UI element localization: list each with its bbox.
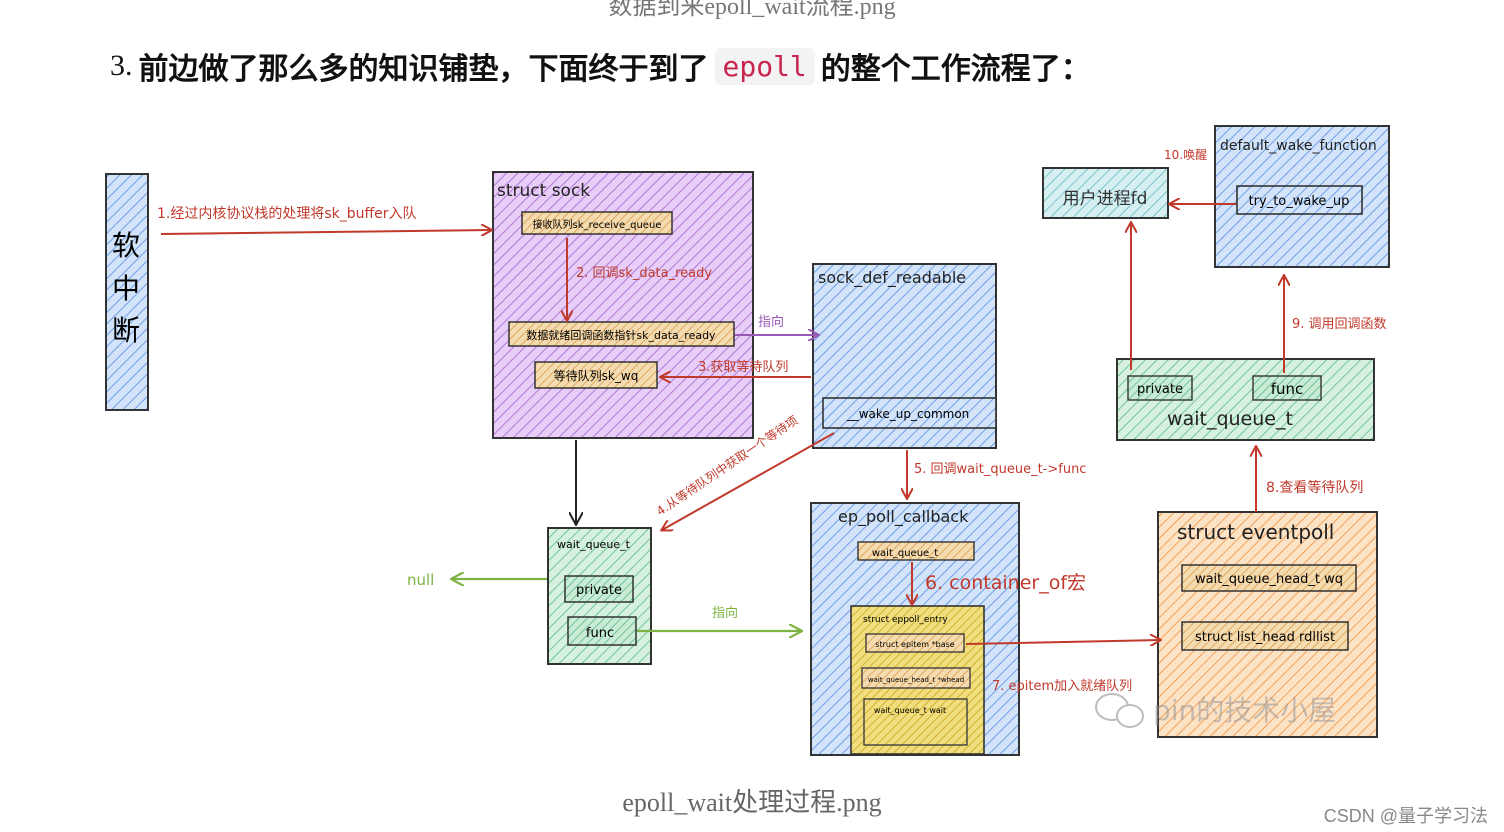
green-pointer-label: 指向 — [712, 605, 738, 621]
wait-queue-right-func: func — [1271, 380, 1304, 398]
heading-text-after: 的整个工作流程了： — [820, 52, 1091, 87]
sock-def-readable-title: sock_def_readable — [818, 268, 966, 288]
heading-text-before: 前边做了那么多的知识铺垫，下面终于到了 — [138, 52, 709, 87]
struct-sock-title: struct sock — [497, 181, 590, 201]
ep-poll-callback-title: ep_poll_callback — [838, 507, 969, 527]
wait-queue-right-box: private func wait_queue_t — [1116, 358, 1375, 441]
arrow-7 — [965, 640, 1160, 644]
wait-queue-left-private: private — [576, 583, 622, 598]
sk-wq-label: 等待队列sk_wq — [554, 368, 639, 383]
eventpoll-wq-label: wait_queue_head_t wq — [1195, 572, 1343, 587]
rdllist-label: struct list_head rdllist — [1195, 630, 1335, 645]
default-wake-box: default_wake_function try_to_wake_up — [1214, 125, 1390, 268]
user-fd-label: 用户进程fd — [1063, 189, 1148, 209]
arrow-10-label: 10.唤醒 — [1164, 148, 1207, 162]
arrow-8-label: 8.查看等待队列 — [1266, 479, 1363, 496]
logo-text: pin的技术小屋 — [1153, 694, 1336, 727]
eppoll-entry-title: struct eppoll_entry — [863, 615, 948, 625]
callback-wait-queue-label: wait_queue_t — [872, 548, 938, 559]
wait-queue-left-box: wait_queue_t private func — [547, 527, 652, 665]
arrow-3-label: 3.获取等待队列 — [698, 359, 788, 375]
wait-queue-right-title: wait_queue_t — [1167, 408, 1293, 430]
user-fd-box: 用户进程fd — [1042, 167, 1169, 219]
wait-queue-right-private: private — [1137, 382, 1183, 397]
purple-pointer-label: 指向 — [758, 314, 784, 330]
arrow-7-label: 7. epitem加入就绪队列 — [992, 679, 1132, 694]
eventpoll-title: struct eventpoll — [1177, 520, 1334, 544]
heading-code: epoll — [714, 47, 815, 85]
wait-label: wait_queue_t wait — [874, 706, 946, 715]
receive-queue-label: 接收队列sk_receive_queue — [533, 218, 662, 231]
bottom-caption: epoll_wait处理过程.png — [622, 788, 882, 817]
epitem-base-label: struct epitem *base — [875, 640, 955, 649]
arrow-6-label: 6. container_of宏 — [925, 572, 1086, 594]
default-wake-title: default_wake_function — [1220, 138, 1377, 154]
arrow-4 — [662, 432, 835, 530]
softirq-box: 软 中 断 — [105, 173, 149, 411]
csdn-watermark: CSDN @量子学习法 — [1323, 806, 1488, 826]
arrow-9-label: 9. 调用回调函数 — [1292, 317, 1387, 332]
wait-queue-left-func: func — [586, 626, 614, 641]
section-heading: 3. 前边做了那么多的知识铺垫，下面终于到了 epoll 的整个工作流程了： — [110, 44, 1091, 88]
softirq-char-1: 软 — [112, 229, 140, 262]
struct-sock-box: struct sock 接收队列sk_receive_queue 数据就绪回调函… — [492, 171, 754, 439]
wechat-logo: pin的技术小屋 — [1095, 693, 1336, 728]
heading-number: 3. — [110, 49, 133, 82]
softirq-char-3: 断 — [112, 314, 140, 347]
arrow-2-label: 2. 回调sk_data_ready — [576, 266, 712, 281]
arrow-1 — [160, 230, 491, 234]
top-caption: 数据到来epoll_wait流程.png — [608, 0, 896, 20]
struct-eventpoll-box: struct eventpoll wait_queue_head_t wq st… — [1157, 511, 1378, 738]
null-label: null — [407, 571, 434, 589]
wake-up-common-label: __wake_up_common — [846, 407, 970, 421]
data-ready-label: 数据就绪回调函数指针sk_data_ready — [526, 328, 716, 342]
try-to-wake-up-label: try_to_wake_up — [1249, 194, 1350, 209]
softirq-char-2: 中 — [112, 272, 140, 305]
whead-label: wait_queue_head_t *whead — [868, 676, 964, 684]
wait-queue-left-title: wait_queue_t — [557, 538, 631, 551]
arrow-5-label: 5. 回调wait_queue_t->func — [914, 462, 1086, 477]
sock-def-readable-box: sock_def_readable __wake_up_common — [812, 263, 997, 449]
ep-poll-callback-box: ep_poll_callback wait_queue_t struct epp… — [810, 502, 1020, 756]
arrow-1-label: 1.经过内核协议栈的处理将sk_buffer入队 — [157, 206, 417, 222]
